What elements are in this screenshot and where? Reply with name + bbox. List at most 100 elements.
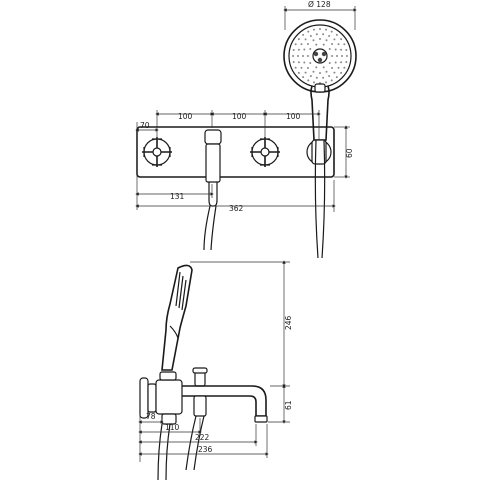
nozzle-dot <box>297 38 300 41</box>
nozzle-dot <box>337 66 340 69</box>
nozzle-dot <box>322 66 325 69</box>
nozzle-dot <box>340 48 343 51</box>
mixer-body-side <box>139 367 208 425</box>
hand-shower-head-front <box>283 19 357 141</box>
nozzle-dot <box>340 71 343 74</box>
nozzle-dot <box>333 38 336 41</box>
hand-shower-side <box>161 264 193 371</box>
nozzle-dot <box>309 34 312 37</box>
dimension-plate-width: 362 <box>135 180 336 213</box>
bath-spout <box>182 385 268 423</box>
nozzle-dot <box>322 33 325 36</box>
nozzle-dot <box>334 48 337 51</box>
front-view: Ø 128 <box>135 0 357 259</box>
dimension-label: Ø 128 <box>308 0 331 9</box>
dimension-label: 246 <box>284 315 293 330</box>
nozzle-dot <box>340 61 343 64</box>
dimension-label: 70 <box>140 121 150 130</box>
dimension-outlet-offset: 131 <box>135 184 214 201</box>
nozzle-dot <box>345 48 348 51</box>
dimension-label: 222 <box>195 433 210 442</box>
nozzle-dot <box>303 61 306 64</box>
nozzle-dot <box>315 76 318 79</box>
nozzle-dot <box>315 33 318 36</box>
dimension-label: 100 <box>178 112 193 121</box>
dimension-label: 110 <box>165 423 180 432</box>
nozzle-dot <box>312 28 315 31</box>
dimension-shower-head-diameter: Ø 128 <box>283 0 357 30</box>
nozzle-dot <box>315 66 318 69</box>
nozzle-dot <box>302 33 305 36</box>
dimension-label: 61 <box>284 400 293 410</box>
dimension-label: 362 <box>229 204 244 213</box>
dimension-label: 100 <box>286 112 301 121</box>
nozzle-dot <box>331 42 334 45</box>
dimension-spout-height: 61 <box>268 384 293 424</box>
nozzle-dot <box>322 43 325 46</box>
nozzle-dot <box>345 61 348 64</box>
dimension-label: 60 <box>345 148 354 158</box>
nozzle-dot <box>297 71 300 74</box>
dimension-label: 131 <box>170 192 185 201</box>
nozzle-dot <box>346 55 348 57</box>
nozzle-dot <box>331 55 333 57</box>
nozzle-dot <box>328 34 331 37</box>
shower-hose <box>203 139 326 259</box>
nozzle-dot <box>297 48 300 51</box>
nozzle-dot <box>333 71 336 74</box>
dimension-plate-height: 60 <box>334 125 354 179</box>
valve-cross-handle-right <box>250 137 280 167</box>
nozzle-pattern <box>292 28 348 84</box>
nozzle-dot <box>319 72 321 74</box>
nozzle-dot <box>300 43 303 46</box>
nozzle-dot <box>325 39 328 42</box>
nozzle-dot <box>328 62 331 65</box>
nozzle-dot <box>343 43 346 46</box>
valve-cross-handle-left <box>142 137 172 167</box>
nozzle-dot <box>294 43 297 46</box>
nozzle-dot <box>325 70 328 73</box>
nozzle-dot <box>302 76 305 79</box>
side-view: 246 61 78 110 222 236 <box>138 260 293 481</box>
dimension-label: 78 <box>146 412 156 421</box>
dimension-top-spacing: 100 100 100 <box>155 110 321 140</box>
nozzle-dot <box>336 55 338 57</box>
nozzle-dot <box>309 75 312 78</box>
nozzle-dot <box>292 61 295 64</box>
nozzle-dot <box>307 30 310 33</box>
nozzle-dot <box>309 47 312 50</box>
nozzle-dot <box>330 30 333 33</box>
nozzle-dot <box>315 43 318 46</box>
nozzle-dot <box>304 71 307 74</box>
nozzle-dot <box>322 76 325 79</box>
nozzle-dot <box>303 48 306 51</box>
nozzle-dot <box>307 55 309 57</box>
bottom-hose <box>157 395 207 481</box>
dimension-label: 236 <box>198 445 213 454</box>
nozzle-dot <box>331 67 334 70</box>
nozzle-dot <box>328 47 331 50</box>
nozzle-dot <box>319 28 321 30</box>
nozzle-dot <box>306 42 309 45</box>
nozzle-dot <box>330 79 333 82</box>
dimension-label: 100 <box>232 112 247 121</box>
nozzle-dot <box>312 70 315 73</box>
nozzle-dot <box>297 61 300 64</box>
nozzle-dot <box>312 39 315 42</box>
nozzle-dot <box>319 38 321 40</box>
shower-holder <box>306 139 332 165</box>
nozzle-dot <box>337 43 340 46</box>
nozzle-dot <box>304 38 307 41</box>
nozzle-dot <box>302 55 304 57</box>
nozzle-dot <box>334 61 337 64</box>
outlet-connector <box>204 129 222 207</box>
nozzle-dot <box>325 28 328 31</box>
nozzle-dot <box>335 76 338 79</box>
nozzle-dot <box>309 62 312 65</box>
nozzle-dot <box>335 33 338 36</box>
nozzle-dot <box>297 55 299 57</box>
nozzle-dot <box>306 67 309 70</box>
nozzle-dot <box>325 81 328 84</box>
nozzle-dot <box>328 75 331 78</box>
